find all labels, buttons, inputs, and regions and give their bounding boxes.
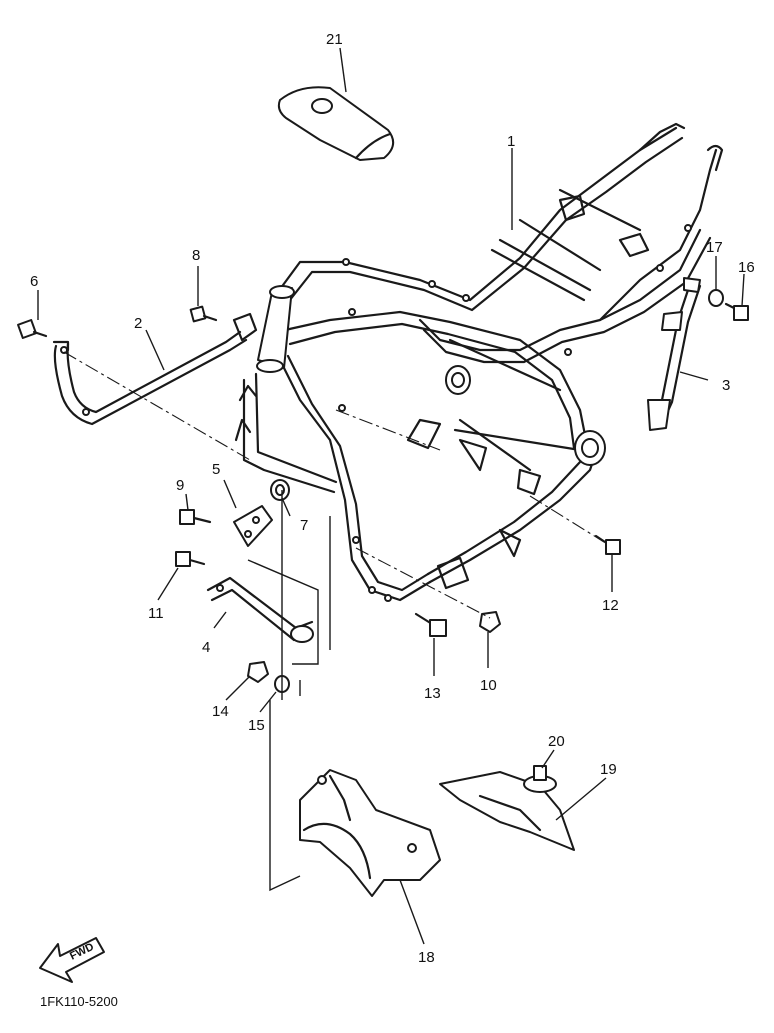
fwd-arrow-icon: FWD (39, 937, 105, 983)
callout-3: 3 (722, 377, 730, 394)
part-18-lower-cover (299, 769, 441, 897)
callout-19: 19 (600, 761, 617, 778)
callout-13: 13 (424, 685, 441, 702)
callout-16: 16 (738, 259, 755, 276)
part-12-bolt (594, 534, 621, 555)
callout-6: 6 (30, 273, 38, 290)
part-2-side-bar (52, 312, 258, 426)
part-10-nut (479, 611, 501, 633)
callout-12: 12 (602, 597, 619, 614)
part-14-nut (247, 661, 269, 683)
callout-8: 8 (192, 247, 200, 264)
part-1-main-frame (234, 122, 724, 602)
part-6-bolt (17, 319, 48, 339)
part-13-bolt (414, 612, 447, 637)
callout-10: 10 (480, 677, 497, 694)
callouts: 1 2 3 4 5 6 7 8 9 10 11 12 13 14 15 16 1… (30, 31, 755, 966)
callout-4: 4 (202, 639, 210, 656)
callout-9: 9 (176, 477, 184, 494)
callout-5: 5 (212, 461, 220, 478)
assembly-lines (63, 351, 605, 892)
part-7-collar (270, 479, 290, 501)
callout-15: 15 (248, 717, 265, 734)
part-17-washer (708, 289, 724, 307)
part-4-engine-stay (206, 576, 314, 643)
part-11-bolt (175, 551, 206, 567)
callout-14: 14 (212, 703, 229, 720)
callout-20: 20 (548, 733, 565, 750)
callout-18: 18 (418, 949, 435, 966)
callout-17: 17 (706, 239, 723, 256)
drawing-code: 1FK110-5200 (40, 994, 118, 1009)
part-5-bracket (233, 505, 273, 547)
callout-leaders (37, 47, 745, 945)
part-8-bolt (189, 305, 218, 323)
callout-1: 1 (507, 133, 515, 150)
callout-11: 11 (148, 605, 164, 622)
part-16-bolt (724, 302, 749, 321)
callout-2: 2 (134, 315, 142, 332)
part-9-bolt (179, 509, 212, 525)
part-20-damper (523, 765, 557, 793)
part-3-side-stay (647, 277, 702, 431)
callout-21: 21 (326, 31, 343, 48)
part-21-pad (277, 86, 395, 161)
callout-7: 7 (300, 517, 308, 534)
